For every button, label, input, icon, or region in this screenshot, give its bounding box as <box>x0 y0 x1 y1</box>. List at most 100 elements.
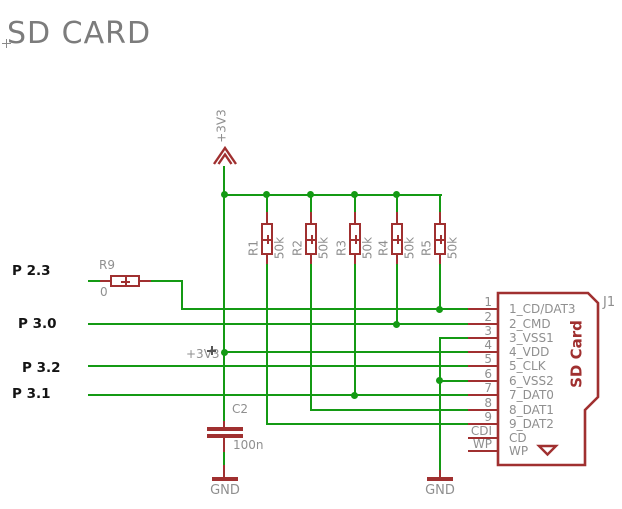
pin-stub-cd <box>468 437 498 439</box>
r2-lead-bottom <box>310 255 312 264</box>
r1-lead-top <box>266 212 268 223</box>
wire-r1-top[interactable] <box>266 196 268 212</box>
connector-symbol-label: SD Card <box>567 320 586 388</box>
sd-card-connector-outline[interactable] <box>488 283 622 473</box>
gnd-symbol-right[interactable] <box>427 477 453 481</box>
wire-r9-right[interactable] <box>151 280 183 282</box>
wire-r4-bottom[interactable] <box>396 264 398 325</box>
pin-name: 3_VSS1 <box>509 331 554 345</box>
pin-number: CDI <box>470 424 492 438</box>
r9-lead-right <box>140 280 151 282</box>
capacitor-c2-value: 100n <box>233 438 264 452</box>
r3-lead-top <box>354 212 356 223</box>
junction-dot <box>307 191 314 198</box>
pin-number: 3 <box>484 324 492 338</box>
pin-name: WP <box>509 444 529 458</box>
wire-vss1[interactable] <box>439 337 468 339</box>
pin-name: 9_DAT2 <box>509 417 554 431</box>
pin-name: 6_VSS2 <box>509 374 554 388</box>
pin-name: 5_CLK <box>509 359 546 373</box>
pin-number: 8 <box>484 396 492 410</box>
pin-number: 2 <box>484 310 492 324</box>
wire-r1-bottom[interactable] <box>266 264 268 425</box>
pin-name: 8_DAT1 <box>509 403 554 417</box>
resistor-r9-name: R9 <box>99 258 115 272</box>
capacitor-c2-name: C2 <box>232 402 249 416</box>
junction-dot <box>436 306 443 313</box>
wire-vdd[interactable] <box>223 351 468 353</box>
resistor-r2-name: R2 <box>290 240 305 256</box>
pin-stub-wp <box>468 450 498 452</box>
wire-r3-bottom[interactable] <box>354 264 356 397</box>
r9-lead-left <box>100 280 110 282</box>
gnd-label-left: GND <box>210 483 240 498</box>
pin-number: 6 <box>484 367 492 381</box>
junction-dot <box>351 191 358 198</box>
wire-vss-vertical[interactable] <box>439 337 441 470</box>
wire-r2-top[interactable] <box>310 196 312 212</box>
port-label-p31[interactable]: P 3.1 <box>12 386 51 402</box>
wire-cd-dat3[interactable] <box>182 308 468 310</box>
wire-r3-top[interactable] <box>354 196 356 212</box>
wire-clk[interactable] <box>88 365 468 367</box>
wire-dat1[interactable] <box>310 409 468 411</box>
junction-dot <box>221 349 228 356</box>
port-label-p23[interactable]: P 2.3 <box>12 263 51 279</box>
pin-stub-2 <box>468 323 498 325</box>
label-origin-cross <box>207 346 216 355</box>
junction-dot <box>393 191 400 198</box>
resistor-r5-name: R5 <box>419 240 434 256</box>
c2-lead-bottom <box>223 438 225 452</box>
junction-dot <box>221 191 228 198</box>
origin-cross-icon <box>263 235 272 244</box>
r4-lead-bottom <box>396 255 398 264</box>
gnd-lead-right <box>439 470 441 478</box>
pin-number: 7 <box>484 381 492 395</box>
origin-cross-icon <box>393 235 402 244</box>
resistor-r4-name: R4 <box>376 240 391 256</box>
gnd-symbol-left[interactable] <box>212 477 238 481</box>
port-label-p30[interactable]: P 3.0 <box>18 316 57 332</box>
pin-stub-4 <box>468 351 498 353</box>
wire-pullup-rail[interactable] <box>223 194 442 196</box>
gnd-label-right: GND <box>425 483 455 498</box>
capacitor-c2-plate-top[interactable] <box>207 427 243 431</box>
r3-lead-bottom <box>354 255 356 264</box>
pin-stub-1 <box>468 308 498 310</box>
wire-r9-drop[interactable] <box>181 280 183 310</box>
resistor-r1-value: 50k <box>272 236 287 260</box>
wire-r5-bottom[interactable] <box>439 264 441 310</box>
r4-lead-top <box>396 212 398 223</box>
page-title: SD CARD <box>7 16 152 51</box>
text-origin-cross <box>2 39 11 48</box>
wire-r5-top[interactable] <box>439 196 441 212</box>
pin-number: 1 <box>484 295 492 309</box>
pin-stub-9 <box>468 423 498 425</box>
resistor-r3-name: R3 <box>334 240 349 256</box>
pin-stub-8 <box>468 409 498 411</box>
wire-r4-top[interactable] <box>396 196 398 212</box>
wire-dat0[interactable] <box>88 394 468 396</box>
gnd-lead-left <box>223 465 225 478</box>
wire-c2-gnd[interactable] <box>223 452 225 465</box>
pin-stub-3 <box>468 337 498 339</box>
pin-number: 9 <box>484 410 492 424</box>
origin-cross-icon <box>436 235 445 244</box>
wire-r9-left[interactable] <box>88 280 100 282</box>
origin-cross-icon <box>121 277 130 286</box>
wire-cmd[interactable] <box>88 323 468 325</box>
port-label-p32[interactable]: P 3.2 <box>22 360 61 376</box>
capacitor-c2-plate-bottom[interactable] <box>207 434 243 438</box>
wire-vss2[interactable] <box>439 380 468 382</box>
r5-lead-bottom <box>439 255 441 264</box>
supply-arrow-icon[interactable] <box>210 138 240 168</box>
pin-name: 4_VDD <box>509 345 550 359</box>
resistor-r4-value: 50k <box>402 236 417 260</box>
wire-3v3-vertical[interactable] <box>223 166 225 421</box>
pin-name: 7_DAT0 <box>509 388 554 402</box>
wire-dat2[interactable] <box>266 423 468 425</box>
pin-number: 5 <box>484 352 492 366</box>
resistor-r9-value: 0 <box>100 285 108 299</box>
wire-r2-bottom[interactable] <box>310 264 312 411</box>
pin-stub-6 <box>468 380 498 382</box>
